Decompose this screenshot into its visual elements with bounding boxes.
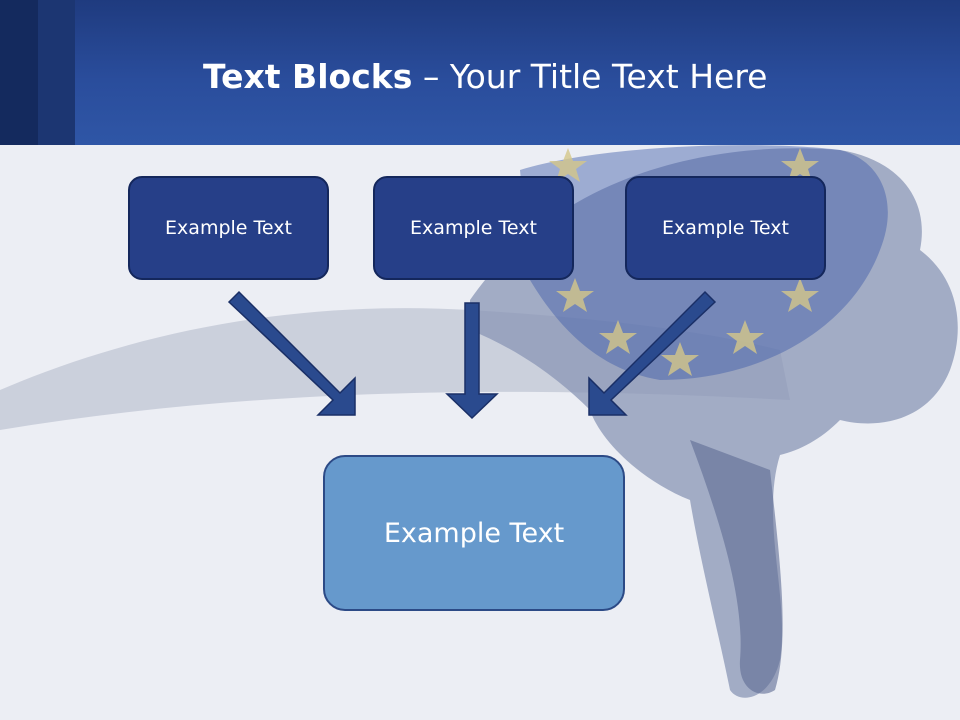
arrow-left-down-right (227, 290, 356, 416)
flag-stars (549, 148, 819, 376)
header-accent-band (0, 0, 38, 145)
star-1 (549, 148, 587, 182)
target-text-block-label: Example Text (383, 517, 565, 549)
arrow-right-down-left (588, 290, 717, 416)
thumb-shape (690, 440, 783, 694)
star-6 (726, 320, 764, 354)
title-bold-text: Text Blocks (203, 57, 413, 96)
star-7 (661, 342, 699, 376)
header-accent-band-secondary (38, 0, 75, 145)
star-2 (781, 148, 819, 182)
text-block-2[interactable]: Example Text (373, 176, 574, 280)
star-3 (556, 278, 594, 312)
target-text-block[interactable]: Example Text (323, 455, 625, 611)
text-block-1[interactable]: Example Text (128, 176, 329, 280)
fist-shape (470, 148, 958, 698)
text-block-1-label: Example Text (165, 217, 292, 239)
arrow-center-down (445, 302, 499, 420)
text-block-3-label: Example Text (662, 217, 789, 239)
text-block-3[interactable]: Example Text (625, 176, 826, 280)
star-5 (599, 320, 637, 354)
slide-title: Text Blocks – Your Title Text Here (203, 52, 767, 102)
title-rest-text: Your Title Text Here (449, 57, 768, 96)
text-block-2-label: Example Text (410, 217, 537, 239)
title-bar (0, 0, 960, 145)
star-4 (781, 278, 819, 312)
title-dash: – (412, 57, 450, 96)
